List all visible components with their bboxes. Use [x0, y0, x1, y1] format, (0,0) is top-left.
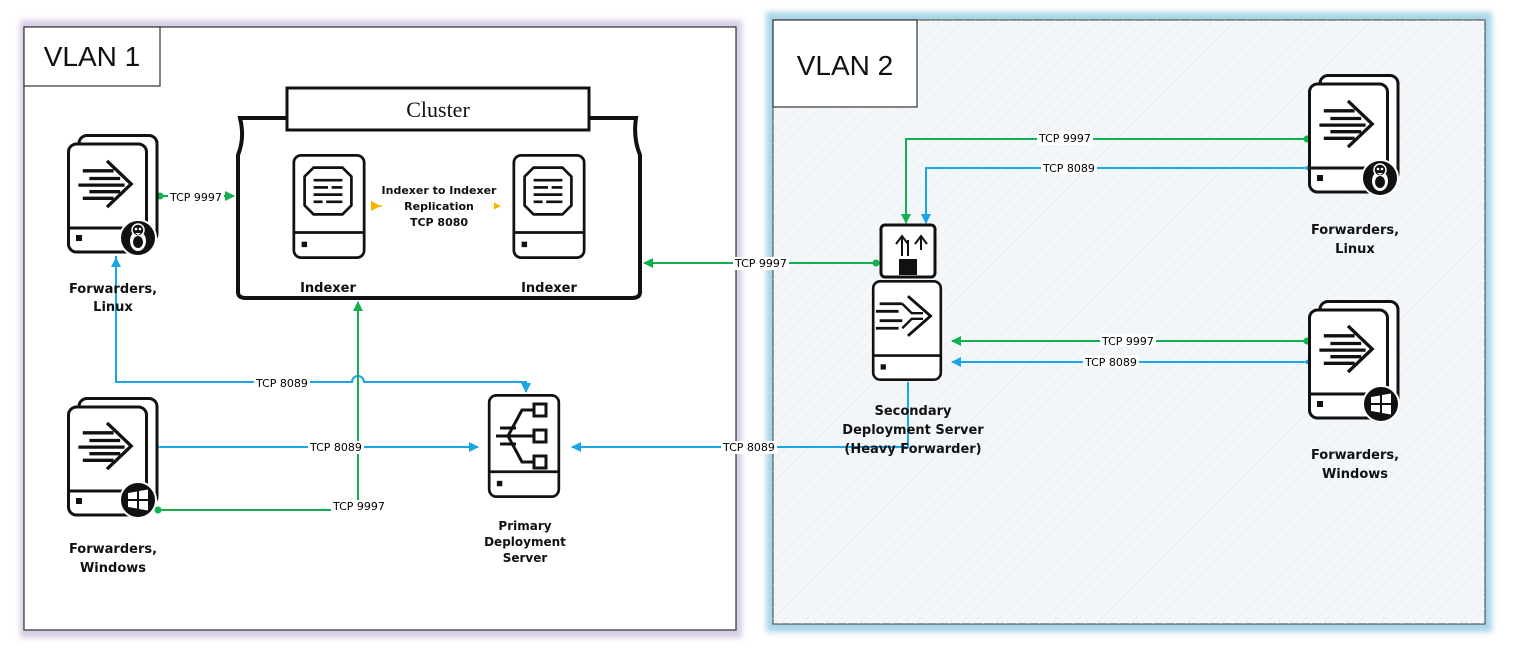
windows-icon — [119, 481, 157, 519]
v2-windows-label-2: Windows — [1322, 467, 1388, 482]
vlan-1-label: VLAN 1 — [44, 41, 141, 72]
v2-linux-label-2: Linux — [1335, 242, 1375, 257]
label-hf-primary-8089: TCP 8089 — [722, 441, 775, 454]
v2-forwarders-linux[interactable]: Forwarders, Linux — [1308, 74, 1400, 258]
primary-ds-label-2: Deployment — [484, 535, 566, 549]
label-hf-cluster-9997: TCP 9997 — [734, 257, 787, 270]
replication-link: Indexer to Indexer Replication TCP 8080 — [371, 184, 501, 229]
replication-label-line-1: Indexer to Indexer — [382, 184, 498, 197]
v2-linux-label-1: Forwarders, — [1311, 223, 1399, 238]
label-v2-windows-9997: TCP 9997 — [1101, 335, 1154, 348]
v1-linux-label-2: Linux — [93, 300, 133, 315]
cluster-title-box — [285, 86, 591, 132]
replication-label-line-3: TCP 8080 — [410, 216, 468, 229]
label-v2-windows-8089: TCP 8089 — [1084, 356, 1137, 369]
primary-ds-label-3: Server — [503, 551, 548, 565]
v1-windows-label-2: Windows — [80, 561, 146, 576]
link-v2-linux-8089 — [921, 163, 1313, 224]
v1-forwarders-linux[interactable]: Forwarders, Linux — [67, 134, 159, 316]
v1-forwarders-windows[interactable]: Forwarders, Windows — [67, 397, 159, 577]
windows-icon — [1362, 385, 1400, 423]
label-v1-windows-8089: TCP 8089 — [309, 441, 362, 454]
v1-linux-label-1: Forwarders, — [69, 282, 157, 297]
secondary-deployment-server[interactable]: Secondary Deployment Server (Heavy Forwa… — [842, 223, 984, 457]
v2-windows-label-1: Forwarders, — [1311, 448, 1399, 463]
replication-label-line-2: Replication — [404, 200, 474, 213]
linux-icon — [1361, 159, 1399, 197]
link-hf-primary-8089 — [571, 382, 909, 452]
indexer-1[interactable]: Indexer — [292, 154, 366, 296]
vlan-2-label: VLAN 2 — [797, 50, 894, 81]
indexer-2-label: Indexer — [521, 281, 577, 296]
cluster-title: Cluster — [406, 97, 470, 122]
linux-icon — [119, 219, 157, 257]
primary-deployment-server[interactable]: Primary Deployment Server — [484, 394, 566, 565]
secondary-ds-label-3: (Heavy Forwarder) — [844, 442, 981, 457]
indexer-1-label: Indexer — [300, 281, 356, 296]
label-v1-dep-loop: TCP 8089 — [255, 377, 308, 390]
label-v2-linux-9997: TCP 9997 — [1038, 132, 1091, 145]
link-v2-linux-9997 — [901, 135, 1311, 224]
indexer-2[interactable]: Indexer — [512, 154, 586, 296]
label-v1-linux-9997: TCP 9997 — [169, 191, 222, 204]
cluster: Cluster Indexer Indexer Indexer to Index… — [236, 86, 642, 300]
secondary-ds-label-2: Deployment Server — [842, 423, 984, 438]
primary-ds-label-1: Primary — [498, 519, 551, 533]
secondary-ds-label-1: Secondary — [874, 404, 952, 419]
v1-windows-label-1: Forwarders, — [69, 542, 157, 557]
vlan-1-label-box — [23, 26, 161, 87]
label-v1-windows-9997: TCP 9997 — [332, 500, 385, 513]
vlan-2-label-box — [772, 19, 918, 108]
label-v2-linux-8089: TCP 8089 — [1042, 162, 1095, 175]
connection-labels: TCP 9997 TCP 8089 TCP 8089 TCP 9997 TCP … — [168, 132, 1156, 513]
v2-forwarders-windows[interactable]: Forwarders, Windows — [1308, 300, 1400, 483]
